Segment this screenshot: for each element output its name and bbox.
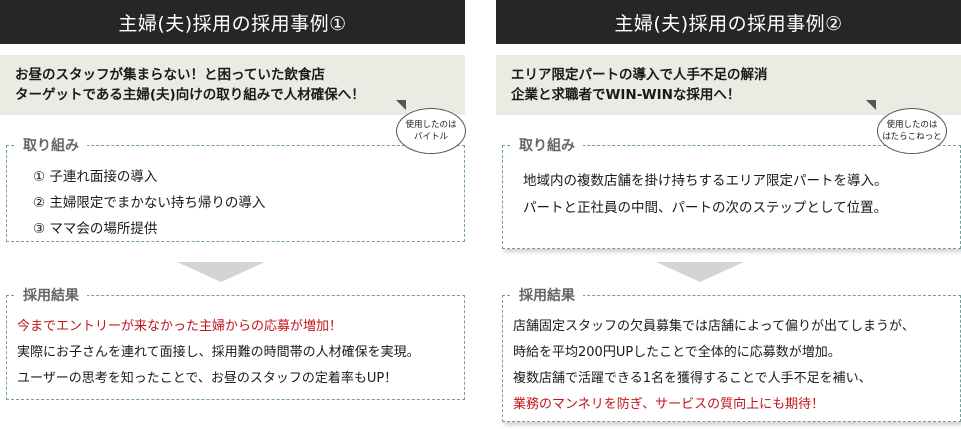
measure-item: ③ ママ会の場所提供 [33,221,158,237]
measures-box: 取り組み 地域内の複数店舗を掛け持ちするエリア限定パートを導入。 パートと正社員… [502,135,961,249]
case-title: 主婦(夫)採用の採用事例① [0,0,465,44]
bubble-line: 使用したのは [886,120,938,130]
results-box: 採用結果 店舗固定スタッフの欠員募集では店舗によって偏りが出てしまうが、 時給を… [502,285,961,422]
result-item: 実際にお子さんを連れて面接し、採用難の時間帯の人材確保を実現。 [17,345,420,360]
measures-label: 取り組み [15,135,87,155]
measure-item: 地域内の複数店舗を掛け持ちするエリア限定パートを導入。 [523,173,888,189]
result-item: 店舗固定スタッフの欠員募集では店舗によって偏りが出てしまうが、 [513,319,915,334]
down-arrow-icon [177,262,265,282]
case-summary: お昼のスタッフが集まらない！と困っていた飲食店 ターゲットである主婦(夫)向けの… [0,55,465,115]
summary-line: エリア限定パートの導入で人手不足の解消 [511,67,768,83]
summary-line: 企業と求職者でWIN-WINな採用へ！ [511,87,741,103]
result-highlight: 今までエントリーが来なかった主婦からの応募が増加！ [17,319,343,334]
service-bubble: 使用したのは はたらこねっと [877,108,947,154]
measure-item: ② 主婦限定でまかない持ち帰りの導入 [33,195,266,211]
bubble-line: バイトル [413,132,448,142]
results-box: 採用結果 今までエントリーが来なかった主婦からの応募が増加！ 実際にお子さんを連… [6,285,465,400]
results-label: 採用結果 [15,285,87,305]
result-item: 時給を平均200円UPしたことで全体的に応募数が増加。 [513,345,841,360]
service-bubble: 使用したのは バイトル [396,108,466,154]
bubble-tail [396,100,406,110]
results-label: 採用結果 [511,285,583,305]
measures-label: 取り組み [511,135,583,155]
down-arrow-icon [656,262,744,282]
result-highlight: 業務のマンネリを防ぎ、サービスの質向上にも期待！ [513,397,825,412]
result-item: ユーザーの思考を知ったことで、お昼のスタッフの定着率もUP！ [17,371,398,386]
result-item: 複数店舗で活躍できる1名を獲得することで人手不足を補い、 [513,371,872,386]
measure-item: パートと正社員の中間、パートの次のステップとして位置。 [523,200,888,216]
summary-line: お昼のスタッフが集まらない！と困っていた飲食店 [15,67,325,83]
bubble-line: はたらこねっと [882,132,942,142]
bubble-line: 使用したのは [405,120,457,130]
summary-line: ターゲットである主婦(夫)向けの取り組みで人材確保へ！ [15,87,365,103]
measure-item: ① 子連れ面接の導入 [33,169,158,185]
case-summary: エリア限定パートの導入で人手不足の解消 企業と求職者でWIN-WINな採用へ！ [496,55,961,115]
bubble-tail [866,100,876,110]
case-card-1: 主婦(夫)採用の採用事例① お昼のスタッフが集まらない！と困っていた飲食店 ター… [0,0,466,429]
case-title: 主婦(夫)採用の採用事例② [496,0,961,44]
case-card-2: 主婦(夫)採用の採用事例② エリア限定パートの導入で人手不足の解消 企業と求職者… [496,0,961,429]
measures-box: 取り組み ① 子連れ面接の導入 ② 主婦限定でまかない持ち帰りの導入 ③ ママ会… [6,135,465,242]
